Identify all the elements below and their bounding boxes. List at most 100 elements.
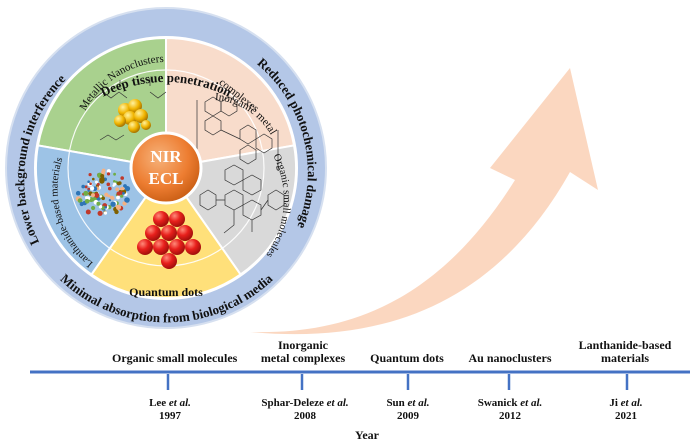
growth-arrow bbox=[250, 68, 598, 335]
lanthanide-atom bbox=[106, 182, 111, 187]
event-author-2: Sphar-Deleze et al. 2008 bbox=[240, 397, 370, 423]
axis-label-year: Year bbox=[355, 428, 379, 442]
sector-metallic bbox=[36, 36, 167, 170]
lanthanide-atom bbox=[113, 182, 117, 186]
lanthanide-atom bbox=[93, 192, 100, 199]
lanthanide-atom bbox=[97, 210, 103, 216]
lanthanide-atom bbox=[103, 211, 108, 215]
event-year-3: 2009 bbox=[397, 410, 419, 422]
lanthanide-atom bbox=[122, 192, 125, 195]
event-label-4: Au nanoclusters bbox=[460, 352, 560, 365]
lanthanide-atom bbox=[81, 184, 85, 189]
event-author-1-etal: et al. bbox=[168, 397, 191, 409]
event-label-1-line: Organic small molecules bbox=[112, 351, 238, 365]
lanthanide-atom bbox=[111, 197, 115, 200]
center-label-line-2: ECL bbox=[149, 169, 184, 188]
lanthanide-atom bbox=[114, 209, 119, 215]
lanthanide-atom bbox=[96, 201, 101, 206]
lanthanide-atom bbox=[88, 173, 92, 177]
event-author-3-etal: et al. bbox=[407, 397, 430, 409]
lanthanide-atom bbox=[84, 185, 88, 189]
lanthanide-atom bbox=[119, 191, 123, 195]
event-author-2-name: Sphar-Deleze bbox=[261, 397, 324, 409]
event-author-4-name: Swanick bbox=[477, 397, 518, 409]
event-author-4: Swanick et al. 2012 bbox=[465, 397, 555, 423]
lanthanide-atom bbox=[96, 182, 100, 186]
lanthanide-atom bbox=[99, 195, 103, 198]
lanthanide-atom bbox=[89, 182, 92, 185]
lanthanide-atom bbox=[120, 176, 124, 180]
event-label-5: Lanthanide-based materials bbox=[570, 339, 680, 365]
lanthanide-atom bbox=[95, 180, 98, 184]
event-label-5-line-2: materials bbox=[601, 351, 649, 365]
event-author-3: Sun et al. 2009 bbox=[370, 397, 446, 423]
event-author-5-etal: et al. bbox=[620, 397, 643, 409]
lanthanide-atom bbox=[87, 189, 90, 192]
lanthanide-atom bbox=[101, 168, 106, 173]
event-author-5: Ji et al. 2021 bbox=[586, 397, 666, 423]
event-author-4-etal: et al. bbox=[520, 397, 543, 409]
lanthanide-atom bbox=[116, 195, 120, 200]
event-label-2: Inorganic metal complexes bbox=[248, 339, 358, 365]
quantum-dots-icon bbox=[137, 211, 201, 269]
event-label-3-line: Quantum dots bbox=[370, 351, 444, 365]
lanthanide-atom bbox=[123, 202, 127, 206]
lanthanide-atom bbox=[115, 187, 120, 192]
lanthanide-atom bbox=[91, 205, 96, 211]
event-label-2-line-1: Inorganic bbox=[277, 338, 328, 352]
sector-label-quantum: Quantum dots bbox=[129, 285, 203, 299]
lanthanide-atom bbox=[120, 194, 124, 198]
center-label-line-1: NIR bbox=[150, 147, 182, 166]
lanthanide-atom bbox=[98, 205, 103, 209]
event-year-1: 1997 bbox=[159, 410, 181, 422]
lanthanide-atom bbox=[85, 209, 91, 215]
lanthanide-atom bbox=[83, 190, 89, 196]
lanthanide-atom bbox=[115, 204, 122, 210]
event-author-1-name: Lee bbox=[149, 397, 167, 409]
lanthanide-atom bbox=[91, 193, 95, 198]
event-year-4: 2012 bbox=[499, 410, 521, 422]
lanthanide-atom bbox=[121, 186, 125, 191]
lanthanide-atom bbox=[108, 199, 112, 202]
lanthanide-atom bbox=[101, 196, 105, 201]
lanthanide-atom bbox=[106, 172, 111, 176]
event-label-5-line-1: Lanthanide-based bbox=[578, 338, 672, 352]
lanthanide-crystal-icon bbox=[75, 168, 131, 216]
center-circle bbox=[129, 131, 203, 205]
lanthanide-atom bbox=[100, 174, 105, 178]
event-author-1: Lee et al. 1997 bbox=[130, 397, 210, 423]
event-year-2: 2008 bbox=[294, 410, 316, 422]
lanthanide-atom bbox=[123, 184, 127, 188]
lanthanide-atom bbox=[108, 186, 112, 191]
lanthanide-atom bbox=[118, 181, 122, 185]
lanthanide-atom bbox=[106, 169, 111, 174]
organic-molecule-structure-icon bbox=[199, 164, 285, 234]
lanthanide-atom bbox=[75, 190, 81, 196]
lanthanide-atom bbox=[113, 172, 116, 176]
lanthanide-atom bbox=[84, 199, 90, 204]
event-label-3: Quantum dots bbox=[365, 352, 449, 365]
outer-ring-border bbox=[5, 7, 327, 329]
event-year-5: 2021 bbox=[615, 410, 637, 422]
lanthanide-atom bbox=[87, 180, 90, 183]
lanthanide-atom bbox=[113, 180, 116, 183]
lanthanide-atom bbox=[110, 201, 116, 207]
gold-cluster-icon bbox=[114, 99, 151, 133]
lanthanide-atom bbox=[124, 197, 130, 203]
event-label-2-line-2: metal complexes bbox=[260, 351, 346, 365]
lanthanide-atom bbox=[104, 192, 109, 197]
lanthanide-atom bbox=[107, 194, 111, 198]
event-label-4-line: Au nanoclusters bbox=[468, 351, 552, 365]
lanthanide-atom bbox=[79, 201, 84, 207]
event-author-2-etal: et al. bbox=[326, 397, 349, 409]
metal-complex-structure-icon bbox=[196, 96, 279, 170]
event-label-1: Organic small molecules bbox=[112, 351, 238, 365]
lanthanide-atom bbox=[90, 186, 95, 191]
lanthanide-atom bbox=[92, 177, 95, 181]
event-author-5-name: Ji bbox=[609, 397, 618, 409]
lanthanide-atom bbox=[104, 206, 107, 209]
event-author-3-name: Sun bbox=[386, 397, 405, 409]
lanthanide-atom bbox=[77, 198, 83, 204]
